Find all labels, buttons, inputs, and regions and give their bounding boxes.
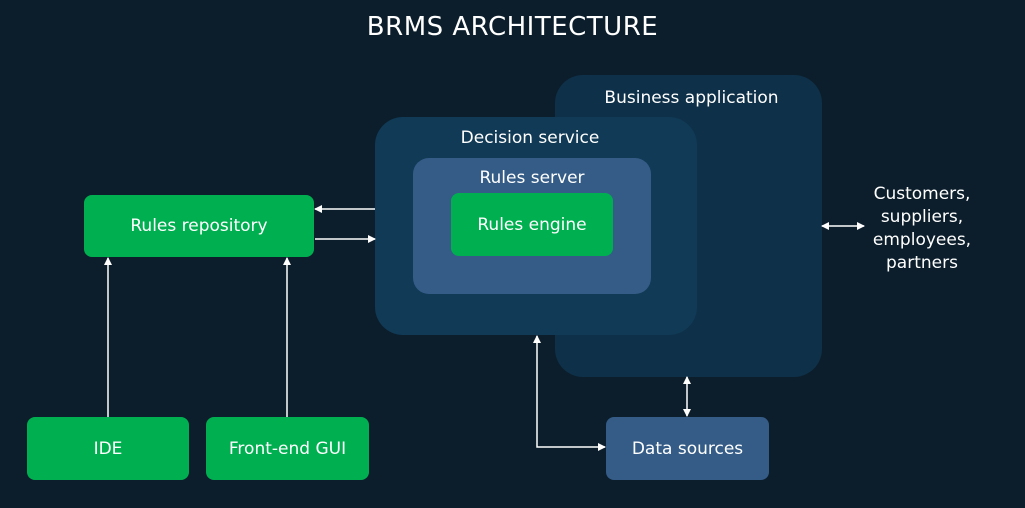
diagram-title: BRMS ARCHITECTURE (366, 12, 659, 42)
customers-label: Customers, suppliers, employees, partner… (872, 184, 972, 273)
rules-server-label: Rules server (479, 168, 585, 188)
ide-node: IDE (27, 417, 189, 480)
rules-engine-node: Rules engine (451, 193, 613, 256)
rules-repository-node: Rules repository (84, 195, 314, 257)
front-end-gui-node: Front-end GUI (206, 417, 369, 480)
data-sources-node: Data sources (606, 417, 769, 480)
arrow-decision-to-data-sources (533, 335, 606, 451)
business-application-label: Business application (604, 88, 779, 108)
decision-service-label: Decision service (460, 128, 600, 148)
